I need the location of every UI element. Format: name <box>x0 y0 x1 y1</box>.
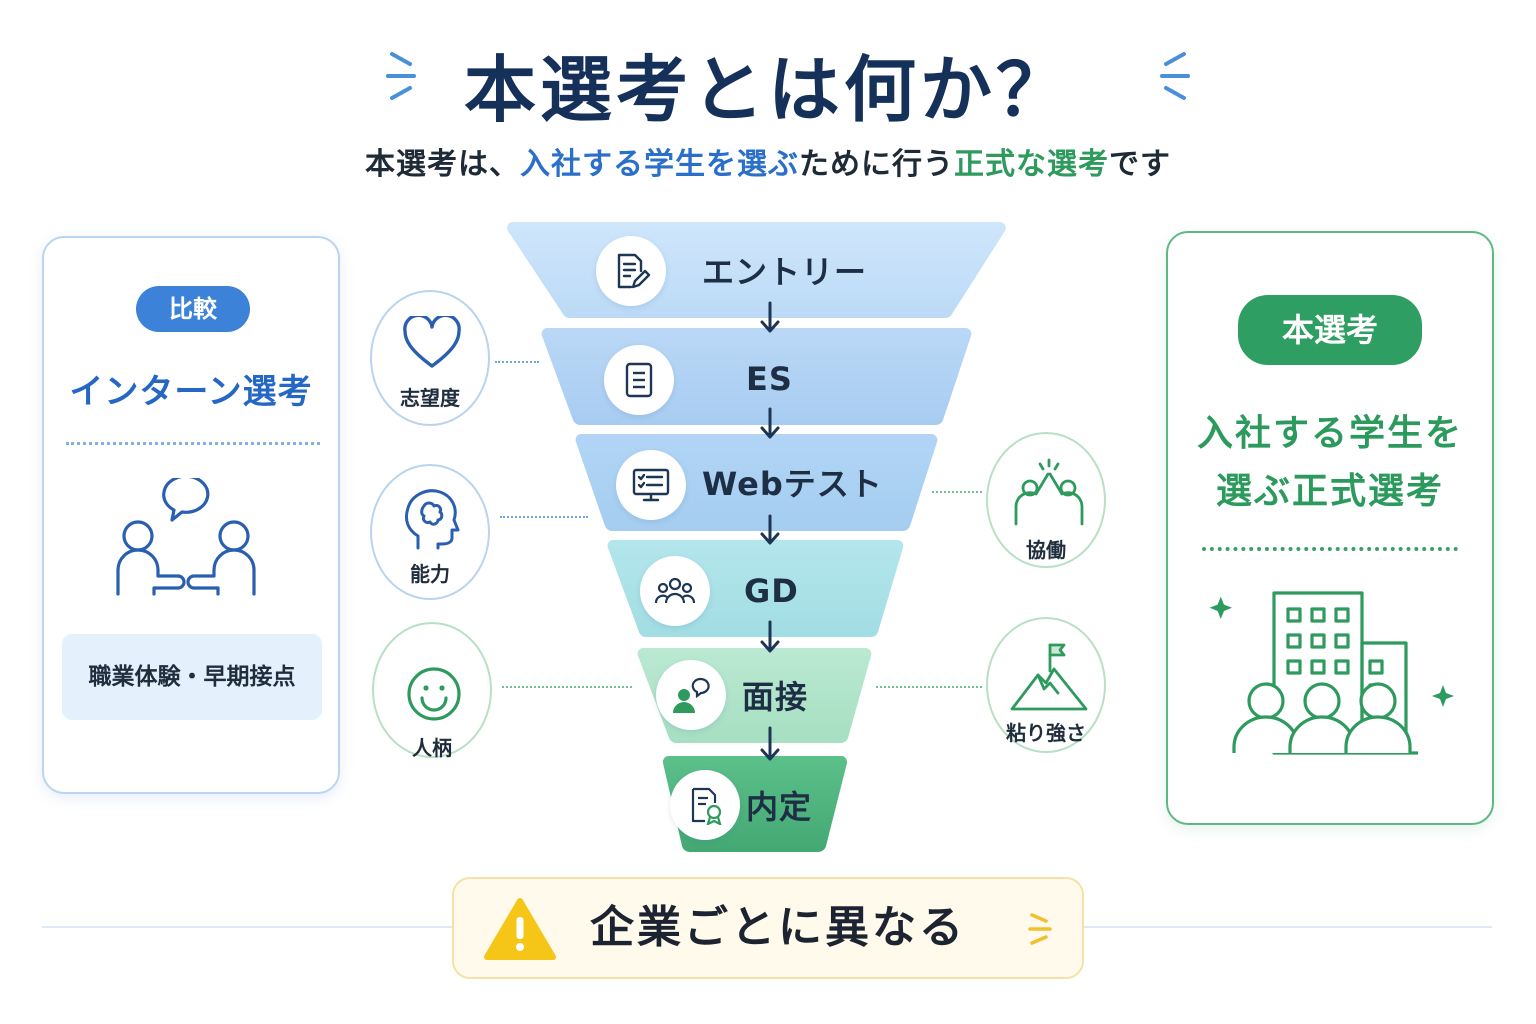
smile-icon <box>407 667 461 721</box>
internship-heading: インターン選考 <box>69 372 313 412</box>
connector-perseverance <box>876 686 982 688</box>
heart-icon <box>403 316 461 368</box>
webtest-stage-icon <box>616 450 686 520</box>
page-title: 本選考とは何か？ <box>463 48 1072 132</box>
comparison-pill: 比較 <box>136 286 250 332</box>
subtitle-part1: 本選考は、 <box>365 147 520 182</box>
warning-icon <box>484 898 556 960</box>
title-left-sparkle-icon <box>386 52 416 100</box>
right-divider <box>1202 547 1458 551</box>
trait-label-motivation: 志望度 <box>400 386 460 410</box>
high-five-icon <box>1014 458 1084 526</box>
stage-label-interview: 面接 <box>742 678 809 716</box>
trait-perseverance: 粘り強さ <box>986 617 1106 753</box>
stage-label-gd: GD <box>744 572 799 610</box>
subtitle-highlight-blue: 入社する学生を選ぶ <box>520 147 799 182</box>
gd-stage-icon <box>640 556 710 626</box>
monitor-checklist-icon <box>632 468 670 502</box>
connector-cooperation <box>932 491 982 493</box>
trait-label-cooperation: 協働 <box>1026 538 1066 562</box>
subtitle-part3: ために行う <box>799 147 954 182</box>
connector-ability <box>500 516 588 518</box>
trait-ability: 能力 <box>370 464 490 600</box>
funnel-arrow-3 <box>760 514 780 545</box>
trait-label-personality: 人柄 <box>412 736 452 760</box>
internship-comparison-card: 比較 インターン選考 職業体験・早期接点 <box>42 236 340 794</box>
interview-icon <box>673 677 710 713</box>
connector-motivation <box>495 361 539 363</box>
main-selection-heading: 入社する学生を 選ぶ正式選考 <box>1168 405 1492 521</box>
main-selection-pill: 本選考 <box>1238 295 1422 365</box>
internship-description-tag: 職業体験・早期接点 <box>62 634 322 720</box>
stage-label-es: ES <box>746 360 793 398</box>
mountain-flag-icon <box>1010 643 1088 711</box>
main-selection-heading-line2: 選ぶ正式選考 <box>1215 471 1444 512</box>
trait-motivation: 志望度 <box>370 290 490 426</box>
group-icon <box>655 577 695 604</box>
funnel-arrow-2 <box>760 407 780 439</box>
stage-label-entry: エントリー <box>702 253 868 291</box>
interview-stage-icon <box>656 660 726 730</box>
subtitle-part5: です <box>1109 147 1171 182</box>
funnel-arrow-4 <box>760 620 780 653</box>
main-selection-heading-line1: 入社する学生を <box>1196 413 1463 454</box>
entry-stage-icon <box>596 236 666 306</box>
two-people-talking-icon <box>116 478 256 596</box>
funnel-arrow-1 <box>760 301 780 333</box>
trait-personality: 人柄 <box>372 622 492 760</box>
es-stage-icon <box>604 345 674 415</box>
title-right-sparkle-icon <box>1160 52 1190 100</box>
certificate-icon <box>691 787 722 825</box>
offer-stage-icon <box>670 770 740 840</box>
company-building-people-icon <box>1209 591 1454 755</box>
company-difference-note: 企業ごとに異なる <box>452 877 1084 979</box>
note-sparkle-icon <box>1028 913 1052 945</box>
company-difference-text: 企業ごとに異なる <box>590 902 966 953</box>
subtitle-highlight-green: 正式な選考 <box>954 147 1109 182</box>
trait-label-ability: 能力 <box>410 562 450 586</box>
trait-label-perseverance: 粘り強さ <box>1006 721 1086 745</box>
trait-cooperation: 協働 <box>986 432 1106 568</box>
left-divider <box>66 442 320 445</box>
document-pen-icon <box>617 253 651 289</box>
funnel-arrow-5 <box>760 726 780 761</box>
document-icon <box>625 362 653 398</box>
page-subtitle: 本選考は、入社する学生を選ぶために行う正式な選考です <box>0 142 1536 188</box>
stage-label-offer: 内定 <box>746 788 813 826</box>
main-selection-card: 本選考 入社する学生を 選ぶ正式選考 <box>1166 231 1494 825</box>
stage-label-webtest: Webテスト <box>702 465 883 503</box>
connector-personality <box>502 686 632 688</box>
brain-head-icon <box>404 489 460 550</box>
